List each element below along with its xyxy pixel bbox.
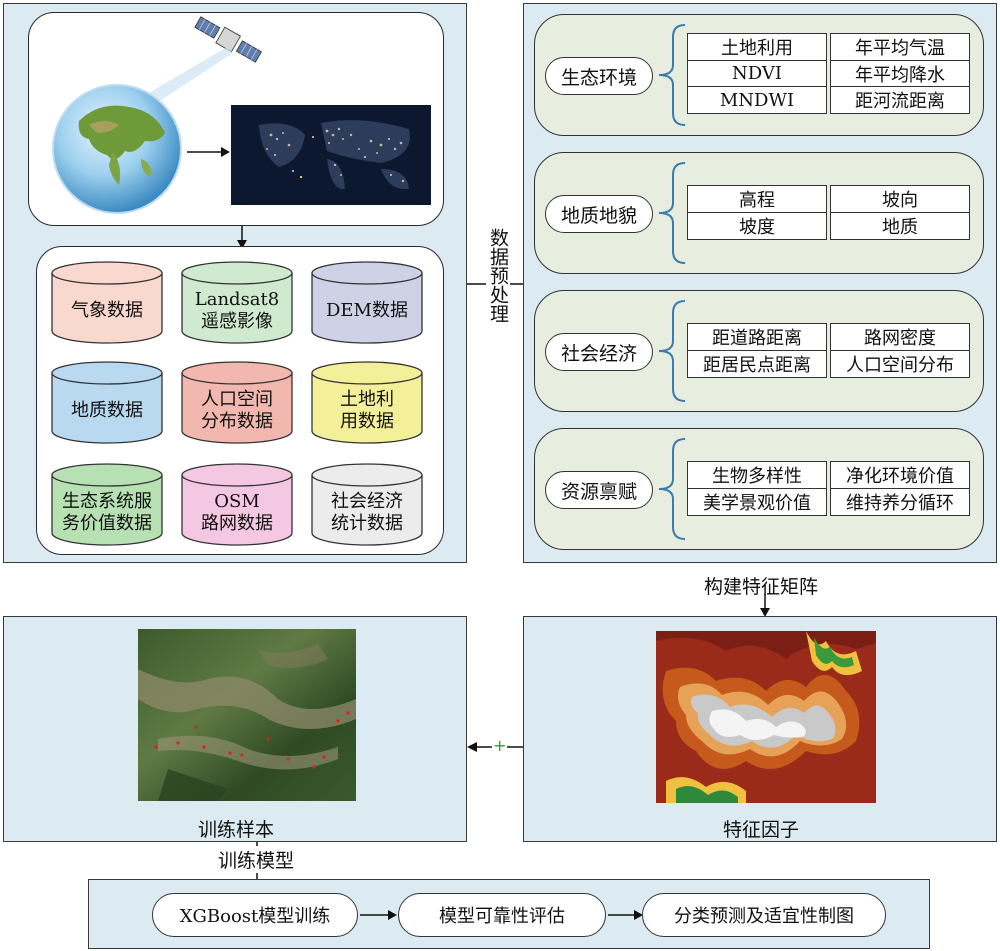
- preprocess-label: 数据预处理: [486, 228, 510, 323]
- factor-cell: 距河流距离: [830, 86, 970, 114]
- data-source-label: DEM数据: [311, 283, 423, 339]
- factor-category-box: 社会经济距道路距离路网密度距居民点距离人口空间分布: [534, 290, 984, 412]
- factor-cell: 坡向: [830, 185, 970, 213]
- arrow-right: [185, 145, 231, 159]
- factor-grid: 生物多样性净化环境价值美学景观价值维持养分循环: [687, 461, 970, 514]
- feedback-plus-marker: +: [492, 736, 507, 755]
- data-source-label: 地质数据: [51, 383, 163, 439]
- night-lights-image: [231, 105, 431, 205]
- category-name: 社会经济: [545, 333, 653, 371]
- factor-grid: 高程坡向坡度地质: [687, 185, 970, 238]
- data-source-cylinder: 生态系统服 务价值数据: [51, 463, 163, 547]
- remote-sensing-box: [28, 12, 444, 226]
- data-source-cylinder: 人口空间 分布数据: [181, 361, 293, 445]
- factor-cell: 美学景观价值: [687, 488, 827, 516]
- brace-icon: [655, 437, 689, 541]
- earth-globe-icon: [49, 81, 185, 217]
- factor-cell: MNDWI: [687, 86, 827, 114]
- data-source-cylinder: DEM数据: [311, 261, 423, 345]
- arrow-right: [606, 908, 644, 922]
- training-samples-caption: 训练样本: [4, 815, 468, 842]
- arrow-down-to-features: [758, 594, 772, 618]
- category-name: 资源禀赋: [545, 471, 653, 509]
- factor-cell: NDVI: [687, 60, 827, 88]
- factor-cell: 距居民点距离: [687, 350, 827, 378]
- brace-icon: [655, 161, 689, 265]
- data-source-label: 社会经济 统计数据: [311, 485, 423, 541]
- reliability-eval-step: 模型可靠性评估: [398, 893, 606, 937]
- factor-cell: 路网密度: [830, 323, 970, 351]
- data-acquisition-panel: 气象数据 Landsat8 遥感影像 DEM数据地质数据人口空间 分布数据土地利 用…: [3, 3, 467, 563]
- factor-cell: 年平均气温: [830, 33, 970, 61]
- xgboost-training-step: XGBoost模型训练: [152, 893, 358, 937]
- factor-cell: 净化环境价值: [830, 461, 970, 489]
- data-source-label: 人口空间 分布数据: [181, 383, 293, 439]
- brace-icon: [655, 299, 689, 403]
- data-source-cylinder: 社会经济 统计数据: [311, 463, 423, 547]
- data-source-label: Landsat8 遥感影像: [181, 283, 293, 339]
- feature-factors-panel: 特征因子: [523, 616, 997, 842]
- data-source-label: 土地利 用数据: [311, 383, 423, 439]
- data-source-cylinder: 地质数据: [51, 361, 163, 445]
- factor-cell: 人口空间分布: [830, 350, 970, 378]
- data-source-cylinder: OSM 路网数据: [181, 463, 293, 547]
- data-source-label: 气象数据: [51, 283, 163, 339]
- factor-cell: 生物多样性: [687, 461, 827, 489]
- brace-icon: [655, 23, 689, 127]
- training-samples-panel: 训练样本: [3, 616, 467, 842]
- elevation-map-image: [656, 631, 876, 803]
- suitability-mapping-step: 分类预测及适宜性制图: [642, 893, 886, 937]
- data-source-label: 生态系统服 务价值数据: [51, 485, 163, 541]
- train-model-label: 训练模型: [218, 846, 294, 873]
- factor-cell: 土地利用: [687, 33, 827, 61]
- arrow-right: [358, 908, 398, 922]
- factor-cell: 坡度: [687, 212, 827, 240]
- category-name: 生态环境: [545, 57, 653, 95]
- factor-cell: 地质: [830, 212, 970, 240]
- factor-category-box: 资源禀赋生物多样性净化环境价值美学景观价值维持养分循环: [534, 428, 984, 550]
- data-source-cylinder: Landsat8 遥感影像: [181, 261, 293, 345]
- data-source-label: OSM 路网数据: [181, 485, 293, 541]
- data-source-cylinder: 气象数据: [51, 261, 163, 345]
- data-source-cylinder: 土地利 用数据: [311, 361, 423, 445]
- satellite-terrain-image: [138, 629, 356, 801]
- factor-category-box: 地质地貌高程坡向坡度地质: [534, 152, 984, 274]
- factor-cell: 高程: [687, 185, 827, 213]
- category-name: 地质地貌: [545, 195, 653, 233]
- factor-cell: 维持养分循环: [830, 488, 970, 516]
- data-sources-box: 气象数据 Landsat8 遥感影像 DEM数据地质数据人口空间 分布数据土地利 用…: [36, 246, 444, 555]
- feature-factors-caption: 特征因子: [524, 815, 998, 842]
- factor-cell: 距道路距离: [687, 323, 827, 351]
- factor-cell: 年平均降水: [830, 60, 970, 88]
- factor-grid: 距道路距离路网密度距居民点距离人口空间分布: [687, 323, 970, 376]
